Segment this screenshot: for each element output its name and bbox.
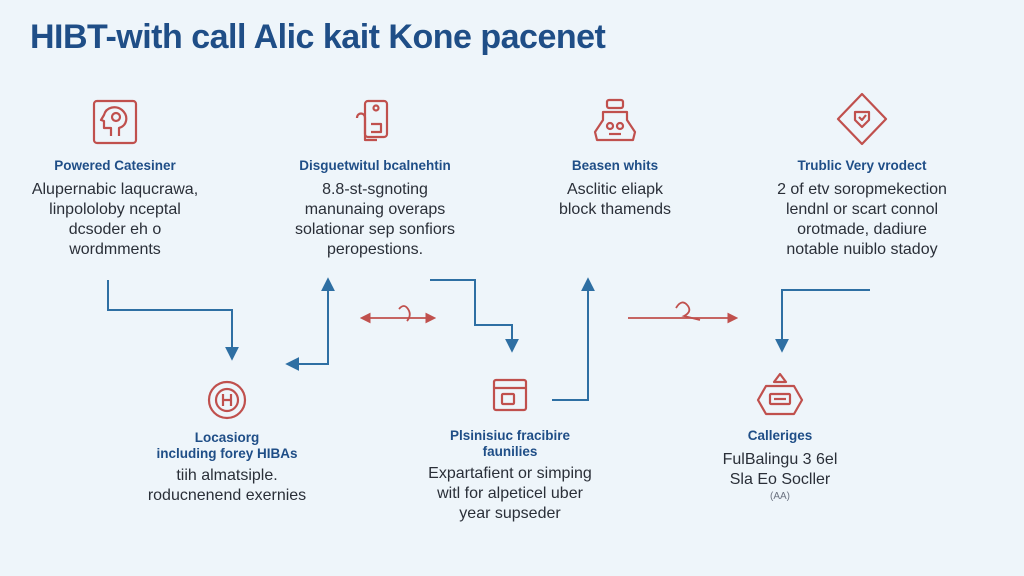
node-description: tiih almatsiple. roducnenend exernies — [147, 467, 307, 504]
node-heading: Trublic Very vrodect — [797, 158, 927, 173]
wallet-card-icon — [492, 378, 528, 412]
node-description: Asclitic eliapk block thamends — [558, 181, 672, 218]
arrow-1-to-5 — [107, 280, 239, 361]
arrow-4-to-7 — [775, 289, 870, 353]
node-heading: Beasen whits — [571, 158, 659, 173]
node-trublic: Trublic Very vrodect 2 of etv soropmekec… — [762, 90, 962, 260]
head-profile-icon — [92, 99, 138, 145]
robot-badge-icon — [593, 98, 637, 142]
arrow-6-to-3 — [552, 277, 595, 401]
node-heading: Locasiorg — [194, 430, 260, 445]
node-description: Expartafient or simping witl for alpetic… — [428, 465, 592, 522]
node-description: 2 of etv soropmekection lendnl or scart … — [777, 181, 947, 258]
node-calleriges: Calleriges FulBalingu 3 6el Sla Eo Socll… — [690, 370, 870, 503]
node-heading: Disguetwitul bcalnehtin — [299, 158, 451, 173]
node-disguetwitul: Disguetwitul bcalnehtin 8.8-st-sgnoting … — [270, 96, 480, 260]
node-beasen: Beasen whits Asclitic eliapk block thame… — [520, 96, 710, 220]
hand-device-icon — [355, 99, 389, 142]
diamond-shield-icon — [836, 92, 888, 146]
node-heading: Powered Catesiner — [54, 158, 176, 173]
node-note: (AA) — [770, 491, 790, 502]
node-description: 8.8-st-sgnoting manunaing overaps solati… — [294, 181, 456, 258]
network-device-icon — [756, 372, 804, 416]
node-subheading: including forey HIBAs — [156, 446, 298, 461]
node-description: FulBalingu 3 6el Sla Eo Socller — [722, 451, 838, 488]
page-title: HIBT-with call Alic kait Kone pacenet — [30, 18, 606, 56]
node-heading: Calleriges — [747, 428, 813, 443]
node-heading: Plsinisiuc fracibire — [449, 428, 571, 443]
node-plsinisiuc: Plsinisiuc fracibire faunilies Expartafi… — [410, 374, 610, 524]
arrow-2-to-6 — [430, 279, 519, 353]
node-description: Alupernabic laqucrawa, linpololoby ncept… — [31, 181, 199, 258]
node-powered: Powered Catesiner Alupernabic laqucrawa,… — [20, 96, 210, 260]
arrow-5-to-2 — [285, 277, 335, 371]
link-glyph-left — [398, 305, 411, 322]
node-locasiorg: Locasiorg including forey HIBAs tiih alm… — [132, 378, 322, 506]
node-subheading: faunilies — [482, 444, 538, 459]
target-icon — [207, 380, 247, 420]
link-glyph-right — [675, 301, 701, 321]
